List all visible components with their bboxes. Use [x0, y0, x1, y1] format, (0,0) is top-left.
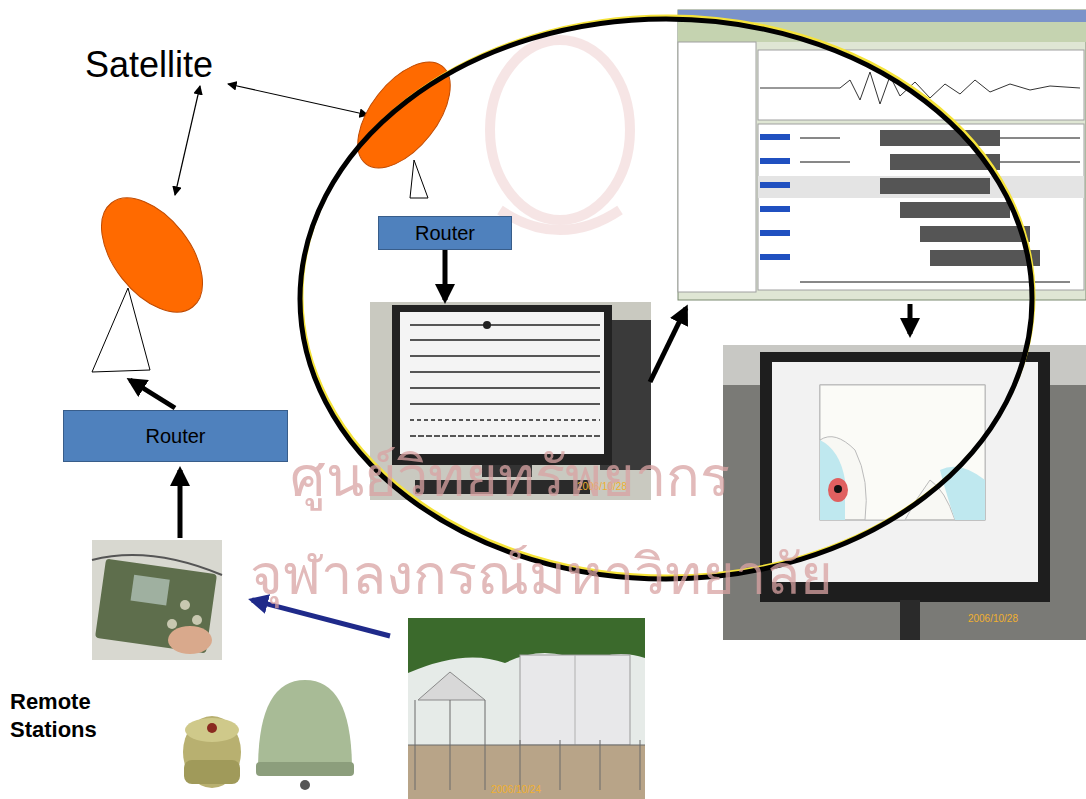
- photo-date: 2006/10/28: [968, 613, 1018, 624]
- flow-arrow: [443, 250, 448, 300]
- data-arrow: [178, 470, 183, 538]
- software-screenshot: [678, 10, 1086, 300]
- seismometer: [256, 680, 354, 790]
- satellite-link: [175, 86, 200, 195]
- title-label: Satellite: [85, 44, 213, 86]
- uplink-arrow: [130, 380, 175, 408]
- router-label: Router: [145, 425, 205, 448]
- photo-date: 2006/10/24: [491, 784, 541, 795]
- group-label: Remote Stations: [10, 688, 130, 743]
- watermark: ศูนย์วิทยทรัพยากร: [290, 432, 730, 521]
- router-label: Router: [415, 222, 475, 245]
- flow-arrow: [908, 304, 913, 334]
- satellite-link: [228, 84, 368, 115]
- seal-watermark: [490, 40, 630, 230]
- watermark: จุฬาลงกรณ์มหาวิทยาลัย: [250, 530, 833, 619]
- router-box: Router: [63, 410, 288, 462]
- satellite-dish: [340, 46, 468, 198]
- photo-frame: 2006/10/24: [408, 618, 645, 799]
- seismometer: [183, 716, 241, 788]
- station-photo: [408, 618, 645, 799]
- digitizer-photo: [92, 540, 222, 660]
- router-box: Router: [378, 216, 512, 250]
- satellite-dish: [81, 180, 222, 372]
- flow-arrow: [650, 308, 686, 382]
